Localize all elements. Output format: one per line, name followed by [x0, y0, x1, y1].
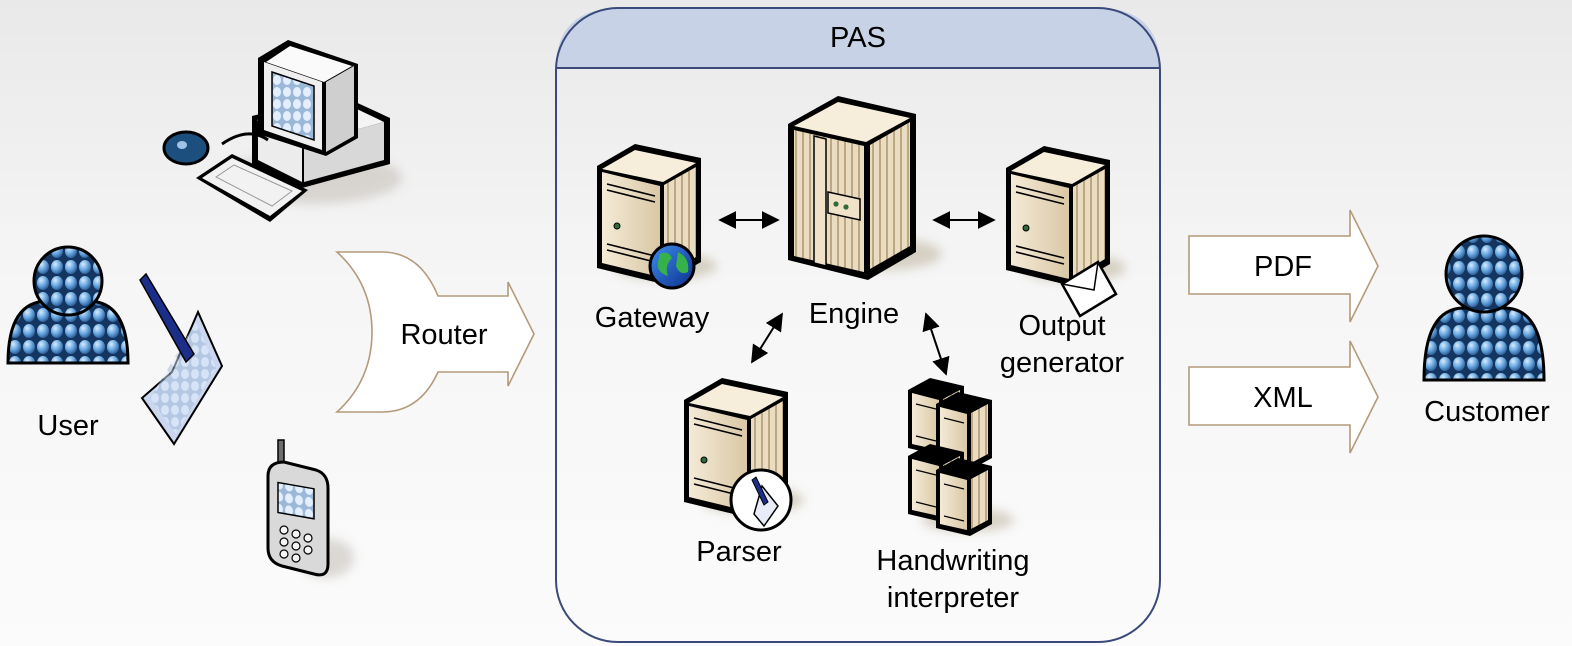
handwriting-label-line1: Handwriting	[876, 545, 1029, 577]
pas-container: PAS	[555, 7, 1161, 643]
envelope-icon	[1060, 260, 1118, 318]
user-label: User	[37, 410, 99, 442]
engine-label: Engine	[809, 298, 899, 330]
connectors	[718, 211, 996, 376]
engine-server: Engine	[788, 96, 942, 330]
server-icon	[788, 96, 942, 280]
xml-arrow: XML	[1188, 340, 1379, 454]
xml-label: XML	[1253, 382, 1313, 414]
router-label: Router	[400, 319, 487, 351]
output-label-line2: generator	[1000, 347, 1124, 379]
pdf-arrow: PDF	[1188, 209, 1379, 323]
globe-icon	[648, 242, 696, 290]
engine-handwriting-connector	[922, 312, 950, 376]
user-icon	[6, 245, 130, 365]
output-generator-server: Output generator	[1000, 146, 1126, 379]
customer-label: Customer	[1424, 396, 1550, 428]
handwriting-interpreter-server: Handwriting interpreter	[876, 378, 1030, 614]
router-arrow: Router	[334, 251, 535, 413]
pen-tablet-icon	[139, 272, 224, 446]
pdf-label: PDF	[1254, 251, 1312, 283]
pas-title: PAS	[830, 22, 886, 54]
server-icon	[1006, 146, 1126, 286]
server-cluster-icon	[908, 378, 1014, 536]
customer-icon	[1422, 234, 1546, 382]
engine-parser-connector	[751, 312, 783, 364]
gateway-server: Gateway	[595, 144, 717, 334]
output-label-line1: Output	[1018, 310, 1105, 342]
parser-server: Parser	[684, 378, 804, 568]
pen-badge-icon	[729, 468, 793, 532]
parser-label: Parser	[696, 536, 782, 568]
mobile-phone-icon	[266, 439, 354, 578]
gateway-label: Gateway	[595, 302, 710, 334]
handwriting-label-line2: interpreter	[887, 582, 1020, 614]
desktop-computer-icon	[162, 40, 402, 222]
